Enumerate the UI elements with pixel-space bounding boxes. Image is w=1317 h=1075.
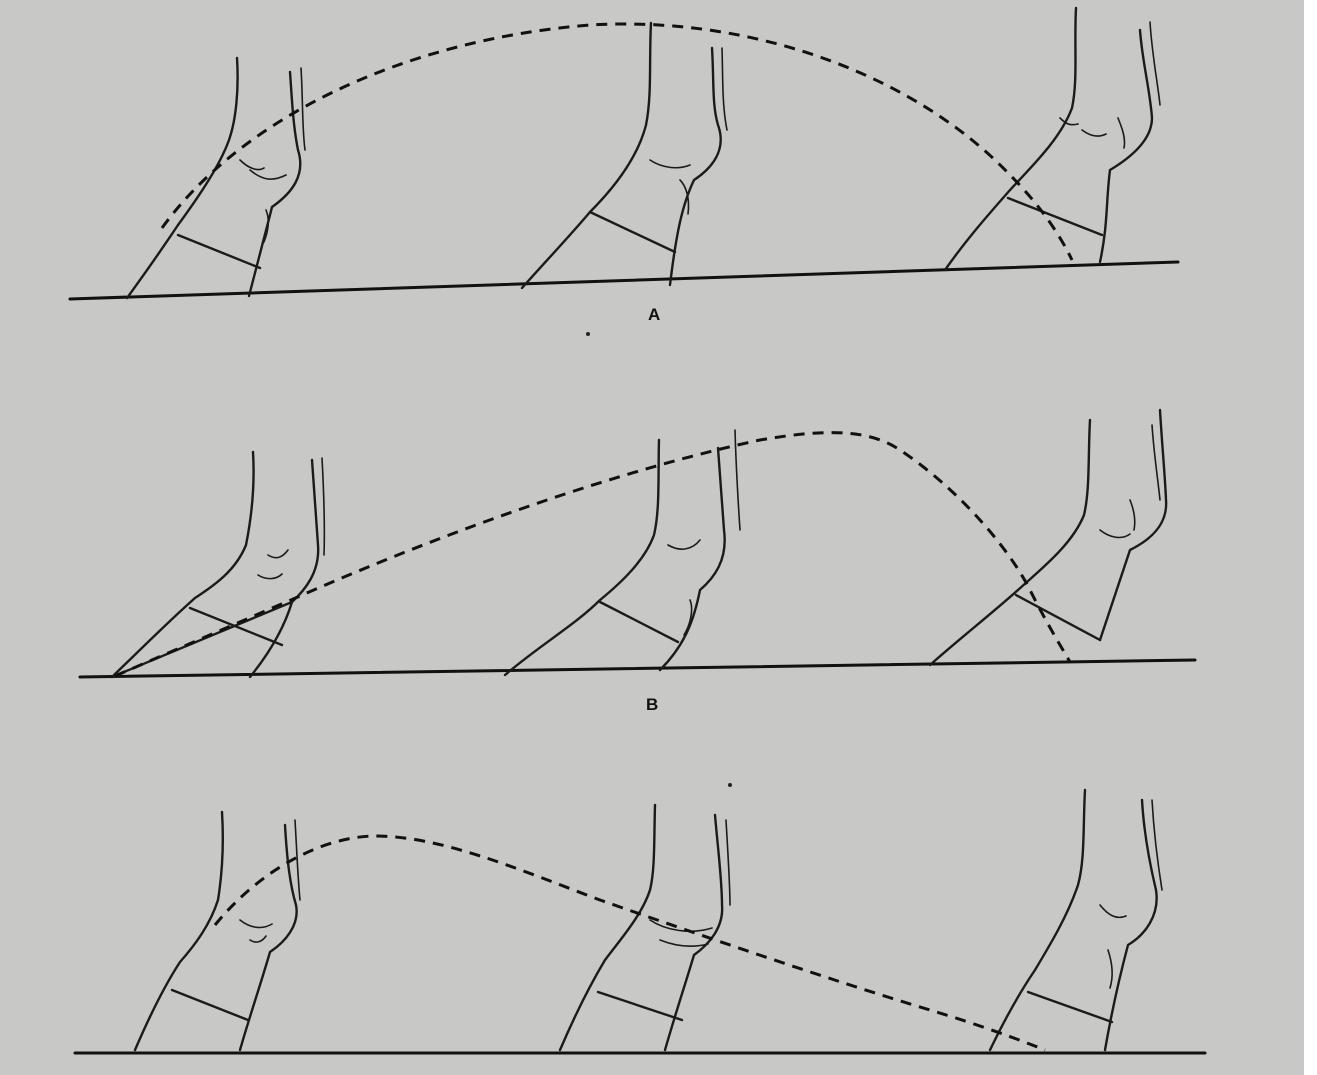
panel-c-flight-arc xyxy=(215,836,1045,1050)
panel-a-label: A xyxy=(648,305,660,324)
panel-c-hoof-3 xyxy=(990,790,1162,1050)
panel-c-hoof-1 xyxy=(135,812,300,1050)
panel-a-hoof-2 xyxy=(522,23,727,288)
panel-c-hoof-2 xyxy=(560,805,730,1050)
panel-b: B xyxy=(80,410,1195,714)
panel-b-flight-arc xyxy=(115,433,1070,676)
panel-c xyxy=(75,790,1205,1053)
panel-a-hoof-1 xyxy=(127,58,305,298)
paper-speck xyxy=(728,783,732,787)
panel-b-ground-line xyxy=(80,660,1195,677)
panel-b-hoof-1 xyxy=(112,452,324,677)
panel-b-label: B xyxy=(646,695,658,714)
paper-speck xyxy=(586,332,590,336)
panel-a: A xyxy=(70,8,1178,324)
panel-a-ground-line xyxy=(70,262,1178,299)
panel-b-hoof-2 xyxy=(505,430,740,675)
panel-a-hoof-3 xyxy=(945,8,1160,270)
